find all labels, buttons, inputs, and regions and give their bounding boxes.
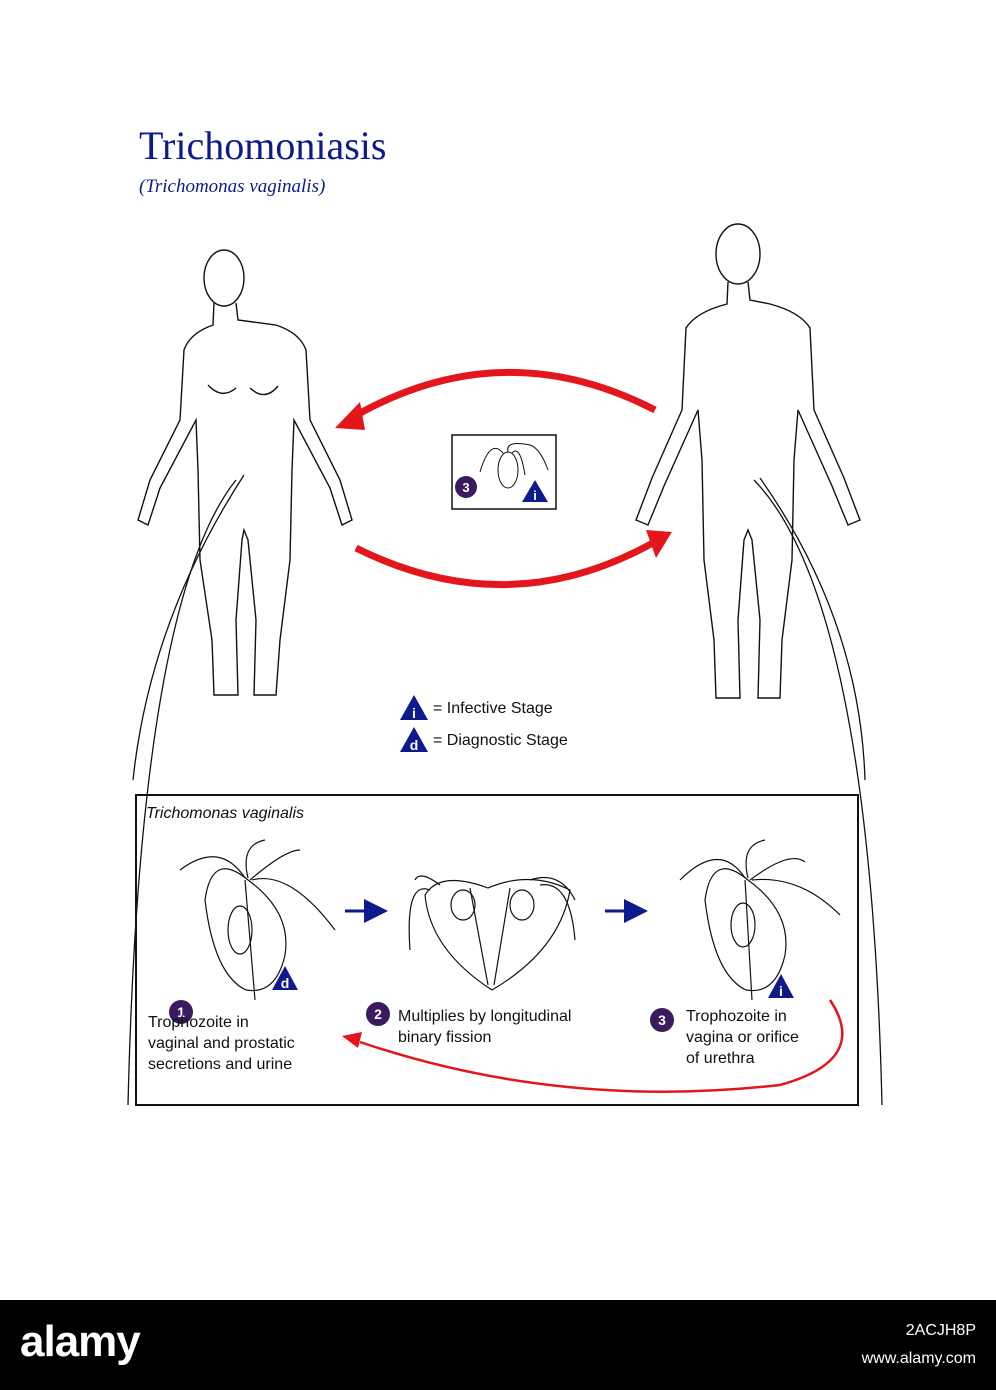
transmission-arrows bbox=[335, 368, 672, 589]
step-circle-small bbox=[455, 476, 477, 498]
connector-curves bbox=[127, 474, 883, 1106]
step-3-stage-symbol: i bbox=[779, 983, 783, 999]
footer-bar: alamy 2ACJH8P www.alamy.com bbox=[0, 1300, 996, 1390]
arrow-head-left bbox=[335, 402, 365, 430]
arrow-female-to-male bbox=[354, 536, 660, 589]
infective-legend-label: = Infective Stage bbox=[433, 700, 553, 717]
diagnostic-legend-label: = Diagnostic Stage bbox=[433, 732, 568, 749]
step-circle-3 bbox=[650, 1008, 674, 1032]
infective-triangle-small bbox=[522, 480, 548, 502]
step-2-number: 2 bbox=[374, 1006, 382, 1022]
step-3-number: 3 bbox=[658, 1012, 666, 1028]
female-figure bbox=[137, 249, 353, 696]
page-subtitle: (Trichomonas vaginalis) bbox=[139, 176, 326, 197]
transmission-box bbox=[451, 434, 557, 510]
site-url: www.alamy.com bbox=[861, 1350, 976, 1367]
arrow-male-to-female bbox=[346, 368, 657, 424]
cycle-arrow-head bbox=[342, 1032, 362, 1048]
step-3-text: Trophozoite in vagina or orifice of uret… bbox=[686, 1008, 799, 1067]
lifecycle-box-title: Trichomonas vaginalis bbox=[146, 805, 304, 822]
transmission-step-number: 3 bbox=[462, 480, 469, 495]
male-figure bbox=[635, 223, 861, 699]
step-1-number: 1 bbox=[177, 1004, 185, 1020]
transmission-stage-symbol: i bbox=[533, 488, 537, 503]
diagnostic-legend-triangle bbox=[400, 727, 428, 752]
step-circle-2 bbox=[366, 1002, 390, 1026]
arrow-head-right bbox=[646, 530, 672, 558]
lifecycle-box bbox=[135, 794, 859, 1106]
step-1-text: Trophozoite in vaginal and prostatic sec… bbox=[148, 1014, 295, 1073]
page-title: Trichomoniasis bbox=[139, 123, 387, 168]
infective-triangle-3 bbox=[768, 974, 794, 998]
image-id: 2ACJH8P bbox=[905, 1322, 976, 1339]
diagnostic-triangle-1 bbox=[272, 966, 298, 990]
brand-logo: alamy bbox=[20, 1317, 141, 1366]
step-1-stage-symbol: d bbox=[281, 975, 290, 991]
diagnostic-legend-symbol: d bbox=[410, 737, 419, 753]
infective-legend-triangle bbox=[400, 695, 428, 720]
organism-1 bbox=[179, 839, 336, 1001]
step-circle-1 bbox=[169, 1000, 193, 1024]
organism-3 bbox=[679, 839, 841, 1001]
infective-legend-symbol: i bbox=[412, 705, 416, 721]
organism-2 bbox=[408, 875, 576, 991]
cycle-arrow bbox=[359, 999, 844, 1093]
step-2-text: Multiplies by longitudinal binary fissio… bbox=[398, 1008, 572, 1046]
